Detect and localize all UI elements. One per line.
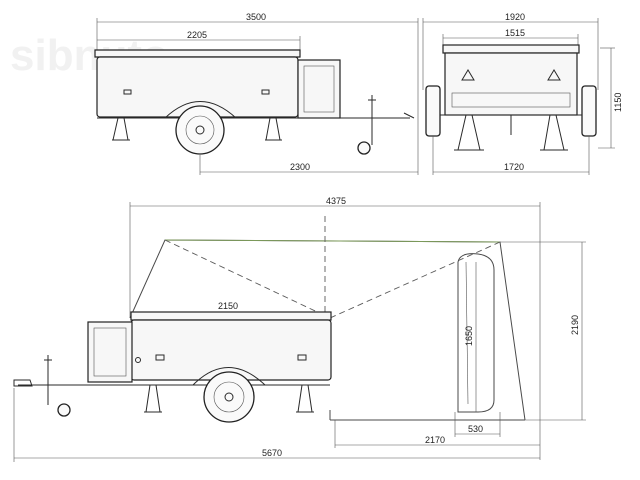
dim-body-width: 1515 bbox=[505, 28, 525, 38]
dim-track-width: 1720 bbox=[504, 162, 524, 172]
side-view-top: 3500 2205 2300 bbox=[94, 12, 419, 175]
tent-view: 4375 2190 1650 530 2170 2150 bbox=[13, 196, 586, 462]
dim-overall-length-tent: 5670 bbox=[262, 448, 282, 458]
dim-tent-length: 4375 bbox=[326, 196, 346, 206]
dim-tent-height: 2190 bbox=[570, 315, 580, 335]
dim-tent-floor-length: 2170 bbox=[425, 435, 445, 445]
dim-overall-width: 1920 bbox=[505, 12, 525, 22]
dim-rear-height: 1150 bbox=[613, 93, 623, 112]
dim-axle-to-hitch: 2300 bbox=[290, 162, 310, 172]
dim-door-width: 530 bbox=[468, 424, 483, 434]
dim-overall-length-top: 3500 bbox=[246, 12, 266, 22]
dim-body-length-top: 2205 bbox=[187, 30, 207, 40]
dim-tent-body-length: 2150 bbox=[218, 301, 238, 311]
rear-view: 1920 1515 1150 1720 bbox=[422, 12, 623, 175]
dim-door-height: 1650 bbox=[464, 326, 474, 346]
